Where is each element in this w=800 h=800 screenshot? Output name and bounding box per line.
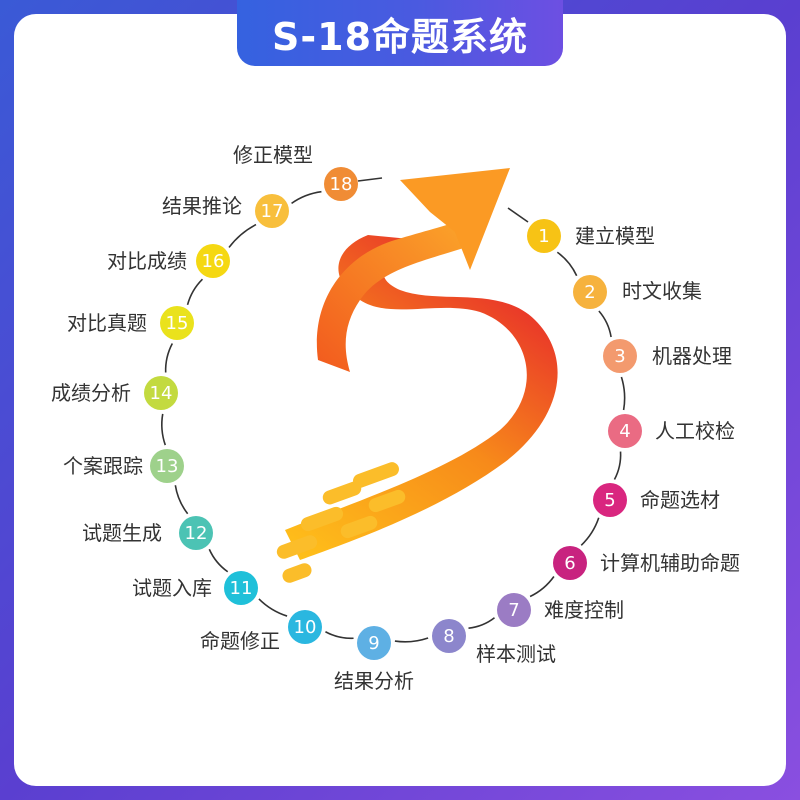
step-label: 命题选材	[640, 488, 720, 512]
step-label: 建立模型	[575, 224, 655, 248]
step-label: 试题入库	[132, 576, 212, 600]
ring-segment	[557, 252, 576, 276]
step-number: 1	[538, 226, 549, 247]
step-node-2: 2 时文收集	[573, 275, 702, 309]
step-nodes: 1 建立模型 2 时文收集 3 机器处理 4 人工校检 5 命题选材 6 计算机辅助命题 7 难度控制 8 样…	[51, 143, 740, 693]
step-node-15: 15 对比真题	[67, 306, 194, 340]
step-node-5: 5 命题选材	[593, 483, 720, 517]
step-number: 9	[368, 633, 379, 654]
step-number: 15	[166, 313, 189, 334]
step-number: 8	[443, 626, 454, 647]
step-node-12: 12 试题生成	[82, 516, 213, 550]
ring-segment	[292, 192, 322, 204]
step-node-14: 14 成绩分析	[51, 376, 178, 410]
step-number: 10	[294, 617, 317, 638]
step-label: 人工校检	[655, 419, 735, 443]
ring-segment	[162, 414, 165, 445]
ring-segment	[259, 599, 287, 616]
step-label: 个案跟踪	[63, 454, 143, 478]
step-node-16: 16 对比成绩	[107, 244, 230, 278]
ring-segment	[395, 638, 428, 642]
step-node-13: 13 个案跟踪	[63, 449, 184, 483]
step-label: 对比真题	[67, 311, 147, 335]
step-label: 计算机辅助命题	[600, 551, 740, 575]
ring-segment	[229, 225, 256, 248]
step-node-7: 7 难度控制	[497, 593, 624, 627]
step-label: 命题修正	[200, 629, 280, 653]
step-label: 修正模型	[233, 143, 313, 167]
step-number: 6	[564, 553, 575, 574]
s-arrow-graphic	[275, 168, 558, 585]
ring-segment	[358, 178, 382, 181]
step-node-11: 11 试题入库	[132, 571, 258, 605]
step-label: 成绩分析	[51, 381, 131, 405]
ring-segment	[166, 343, 173, 372]
ring-segment	[614, 452, 620, 480]
step-number: 11	[230, 578, 253, 599]
step-number: 2	[584, 282, 595, 303]
ring-segment	[325, 632, 353, 639]
ring-segment	[599, 311, 611, 337]
step-label: 难度控制	[544, 598, 624, 622]
step-label: 样本测试	[476, 642, 556, 666]
step-node-17: 17 结果推论	[162, 194, 289, 228]
step-number: 17	[261, 201, 284, 222]
step-node-8: 8 样本测试	[432, 619, 556, 666]
step-number: 14	[150, 383, 173, 404]
ring-segment	[621, 377, 624, 410]
step-label: 时文收集	[622, 279, 702, 303]
step-node-4: 4 人工校检	[608, 414, 735, 448]
step-label: 机器处理	[652, 344, 732, 368]
step-label: 结果推论	[162, 194, 242, 218]
step-number: 12	[185, 523, 208, 544]
ring-segment	[188, 279, 203, 305]
step-node-1: 1 建立模型	[527, 219, 655, 253]
step-node-10: 10 命题修正	[200, 610, 322, 653]
step-label: 试题生成	[82, 521, 162, 545]
step-number: 7	[508, 600, 519, 621]
step-label: 结果分析	[334, 669, 414, 693]
ring-segment	[581, 518, 598, 546]
step-number: 5	[604, 490, 615, 511]
step-node-3: 3 机器处理	[603, 339, 732, 373]
step-node-18: 18 修正模型	[233, 143, 358, 201]
step-label: 对比成绩	[107, 249, 187, 273]
ring-segment	[175, 485, 187, 513]
step-number: 13	[156, 456, 179, 477]
ring-segment	[530, 577, 554, 597]
ring-segment	[508, 208, 528, 222]
step-number: 16	[202, 251, 225, 272]
step-node-9: 9 结果分析	[334, 626, 414, 693]
step-number: 3	[614, 346, 625, 367]
ring-segment	[468, 618, 494, 628]
step-number: 18	[330, 174, 353, 195]
ring-segment	[209, 549, 227, 571]
step-number: 4	[619, 421, 630, 442]
step-node-6: 6 计算机辅助命题	[553, 546, 740, 580]
